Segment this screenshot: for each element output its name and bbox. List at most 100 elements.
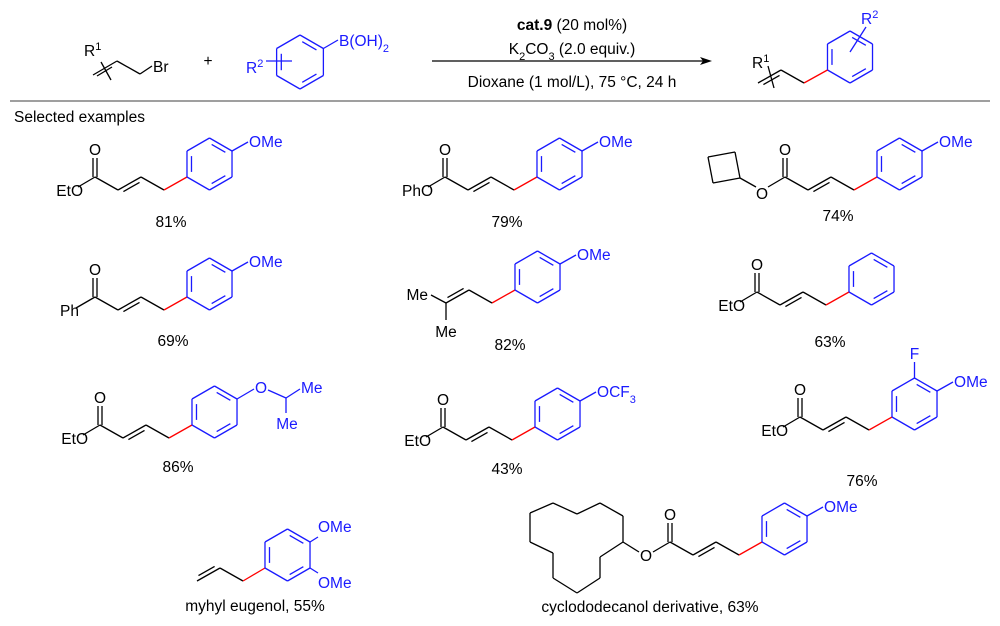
yield-label-part: 79%: [491, 214, 522, 231]
substituent-label-part: OCF: [597, 384, 630, 401]
ring-bond: [876, 137, 900, 152]
ring-double-bond: [559, 425, 574, 435]
ester-group: EtO: [761, 423, 788, 440]
ester-group: EtO: [61, 431, 88, 448]
cyclobutane-bond: [707, 151, 736, 158]
ring-double-bond: [216, 423, 231, 433]
r1-label-part: R: [752, 55, 763, 72]
double-bond-inner: [471, 431, 488, 443]
substituent-label-part: OMe: [318, 519, 352, 536]
ring-double-bond: [786, 508, 801, 518]
bond: [219, 567, 244, 582]
ring-bond: [186, 176, 210, 191]
ring-bond: [209, 257, 233, 272]
new-c-c-bond: [491, 289, 516, 304]
ring-bond: [784, 541, 808, 556]
alkene-bond: [445, 289, 470, 304]
benzene-ring: [264, 528, 311, 582]
ring-bond: [186, 296, 210, 311]
ester-oxygen-part: O: [640, 548, 652, 565]
carbonyl-oxygen: O: [437, 392, 449, 409]
new-c-c-bond: [803, 69, 828, 84]
bond: [94, 296, 119, 311]
carbonyl-oxygen-part: O: [89, 262, 101, 279]
catalyst-label-part: (20 mol%): [552, 17, 627, 34]
benzene-ring: [514, 250, 561, 304]
substituent-label: OMe: [954, 374, 988, 391]
ring-bond: [287, 567, 311, 582]
boronic-acid-label-part: 2: [383, 43, 389, 55]
new-c-c-bond: [853, 176, 878, 191]
ring-bond: [537, 250, 561, 265]
solvent-label-part: Dioxane (1 mol/L), 75 °C, 24 h: [468, 74, 677, 91]
ring-bond: [214, 385, 238, 400]
yield-label-part: 82%: [494, 337, 525, 354]
ring-double-bond: [539, 288, 554, 298]
ring-double-bond: [901, 175, 916, 185]
alkene-bond: [757, 69, 782, 84]
methyl-label: Me: [406, 287, 428, 304]
substituent-label-part: OMe: [939, 134, 973, 151]
new-c-c-bond: [163, 296, 188, 311]
yield-label-part: 43%: [491, 461, 522, 478]
substituent-bond: [581, 141, 599, 152]
ring-bond: [299, 74, 324, 90]
substituent-label-part: OMe: [577, 247, 611, 264]
yield-label: 63%: [814, 334, 845, 351]
cyclododecane-bond: [576, 577, 601, 594]
fluoro-label-part: F: [910, 346, 919, 363]
bond: [799, 416, 824, 431]
ring-bond: [514, 250, 538, 265]
ring-double-bond: [211, 143, 226, 153]
substituent-bond: [231, 141, 249, 152]
double-bond-inner: [813, 181, 830, 193]
ring-double-bond: [559, 393, 574, 403]
carbonyl-oxygen-part: O: [89, 142, 101, 159]
substituent-label: OMe: [824, 499, 858, 516]
new-c-c-bond: [511, 426, 536, 441]
r2-label: R2: [861, 9, 878, 28]
yield-label: 81%: [155, 214, 186, 231]
alkene-bond: [822, 416, 847, 431]
benzene-ring: [186, 137, 233, 191]
new-c-c-bond: [168, 424, 193, 439]
ring-bond: [761, 541, 785, 556]
benzene-ring: [891, 377, 938, 431]
ring-bond: [899, 137, 923, 152]
substituent-bond: [921, 141, 939, 152]
new-c-c-bond: [738, 541, 763, 556]
benzene-ring: [191, 385, 238, 439]
ring-bond: [891, 377, 915, 392]
ring-double-bond: [873, 290, 888, 300]
alkene-bond: [117, 296, 142, 311]
r1-label-part: R: [84, 43, 95, 60]
ring-double-bond: [561, 175, 576, 185]
new-c-c-bond: [513, 176, 538, 191]
bond: [767, 176, 786, 188]
bromine-label: Br: [153, 59, 169, 76]
ether-oxygen: O: [255, 380, 267, 397]
yield-label: 82%: [494, 337, 525, 354]
ring-bond: [209, 137, 233, 152]
substituent-label-part: OMe: [824, 499, 858, 516]
carbonyl-oxygen-part: O: [751, 257, 763, 274]
ring-double-bond: [211, 295, 226, 305]
r1-label-part: 1: [95, 41, 101, 53]
phenyl-group: Ph: [60, 303, 79, 320]
new-c-c-bond: [868, 416, 893, 431]
bond: [622, 541, 640, 553]
ring-double-bond: [301, 73, 317, 83]
bond: [669, 541, 694, 556]
double-bond-inner: [96, 66, 113, 77]
substituent-label: OMe: [599, 134, 633, 151]
plus-sign: +: [203, 53, 212, 70]
cyclododecane-bond: [529, 541, 554, 554]
ring-double-bond: [873, 258, 888, 268]
substituent-label: OMe: [939, 134, 973, 151]
bond: [782, 416, 801, 428]
ether-bond: [236, 388, 255, 400]
r1-label-part: 1: [763, 53, 769, 65]
